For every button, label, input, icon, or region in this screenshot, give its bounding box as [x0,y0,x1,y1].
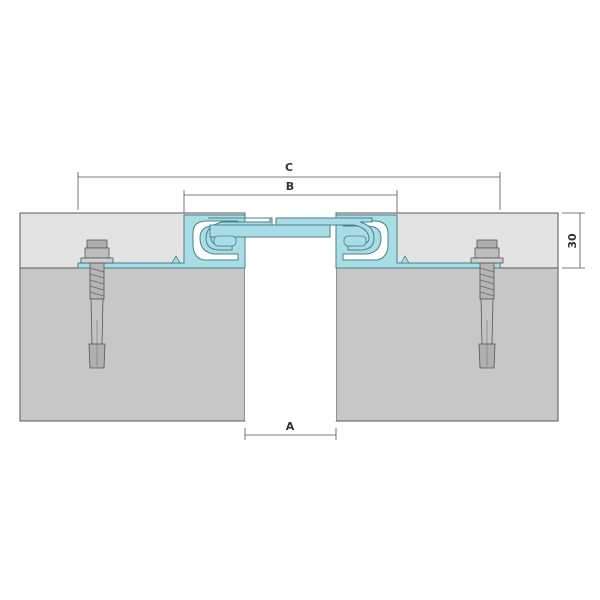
dimension-c: C [77,161,501,210]
dimension-b-label: B [286,180,294,193]
left-concrete-slab [19,267,246,422]
left-joint-profile [77,214,246,269]
anchor-bolt-icon [80,239,114,369]
dimension-c-label: C [285,161,293,174]
dimension-height: 30 [562,212,585,269]
dimension-a-label: A [286,420,295,433]
cover-plate [205,217,375,251]
joint-gap [245,260,336,421]
right-concrete-slab [335,267,559,422]
anchor-bolt-icon [470,239,504,369]
dimension-b: B [183,180,398,213]
dimension-a: A [244,420,337,440]
dimension-height-label: 30 [566,233,579,249]
